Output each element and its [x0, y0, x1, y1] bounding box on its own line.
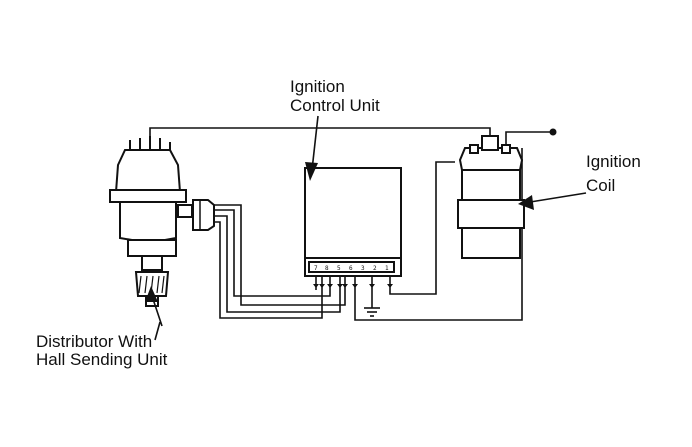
wire-coil-return	[354, 148, 523, 321]
distributor-side-plug	[177, 204, 193, 218]
coil-arrowhead	[518, 195, 534, 210]
terminal-number: 7	[314, 265, 318, 272]
wire-battery-feed	[505, 131, 553, 148]
control-unit-arrow	[311, 115, 319, 171]
distributor-shaft-upper	[141, 255, 163, 271]
terminal-number: 6	[349, 265, 353, 272]
terminal-pin-heads	[313, 284, 393, 288]
control-unit-terminal-block	[308, 261, 395, 273]
distributor-flange	[127, 239, 177, 257]
terminal-number: 5	[337, 265, 341, 272]
ignition-coil	[457, 135, 525, 259]
coil-bracket	[457, 199, 525, 229]
distributor-clamp-ring	[109, 189, 187, 203]
distributor-cap	[114, 149, 182, 193]
terminal-number: 3	[361, 265, 365, 272]
coil-terminal-left	[469, 144, 479, 154]
wire-hall-2	[214, 209, 331, 297]
wire-top-feed	[149, 127, 491, 160]
coil-arrow	[523, 192, 587, 204]
coil-high-tension-tower	[481, 135, 499, 151]
control-unit-arrowhead	[305, 162, 318, 181]
distributor-arrow	[154, 321, 161, 341]
control-unit-box	[304, 167, 402, 261]
ignition-control-unit: 7 8 5 6 3 2 1	[304, 167, 402, 290]
wire-hall-1	[214, 204, 346, 306]
label-control-unit-line1: Ignition	[290, 77, 345, 96]
label-distributor-line1: Distributor With	[36, 332, 152, 351]
label-control-unit-line2: Control Unit	[290, 96, 380, 115]
label-coil-line1: Ignition	[586, 152, 641, 171]
coil-terminal-right	[501, 144, 511, 154]
wire-hall-3	[214, 215, 341, 313]
wire-coil-to-ecu	[389, 161, 455, 295]
terminal-numbers: 7 8 5 6 3 2 1	[314, 265, 389, 272]
battery-terminal-dot	[549, 128, 557, 136]
distributor-housing	[119, 201, 177, 241]
label-coil-line2: Coil	[586, 176, 615, 195]
callout-arrows	[145, 115, 587, 341]
coil-upper-body	[461, 169, 521, 201]
wires	[149, 127, 557, 321]
terminal-number: 2	[373, 265, 377, 272]
terminal-number: 8	[325, 265, 329, 272]
terminal-pins	[315, 276, 391, 290]
distributor	[109, 136, 215, 307]
label-distributor-line2: Hall Sending Unit	[36, 350, 168, 369]
distributor-arrowhead	[145, 286, 158, 302]
terminal-number: 1	[385, 265, 389, 272]
coil-lower-body	[461, 227, 521, 259]
wire-hall-4	[214, 221, 323, 319]
labels: Ignition Control Unit Ignition Coil Dist…	[36, 77, 641, 369]
distributor-harness-connector	[192, 199, 215, 231]
